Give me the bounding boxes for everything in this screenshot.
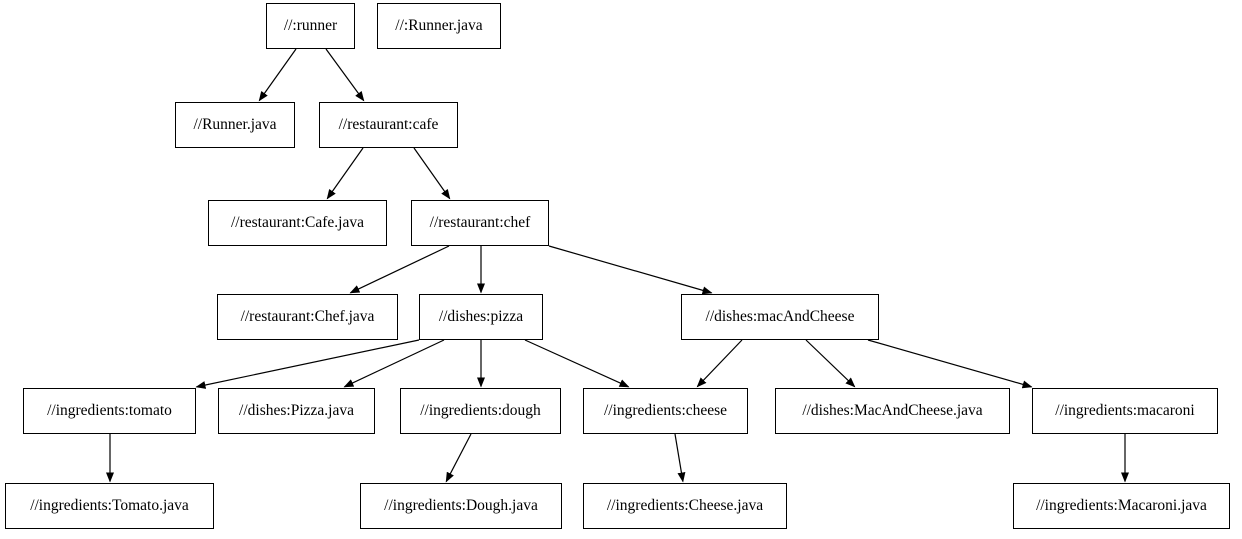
graph-node-label: //restaurant:chef (429, 214, 531, 232)
graph-node-label: //ingredients:Cheese.java (606, 497, 764, 515)
graph-node-label: //ingredients:Macaroni.java (1036, 497, 1207, 515)
graph-node-label: //dishes:Pizza.java (239, 402, 354, 420)
graph-edge (195, 339, 420, 389)
graph-node-ing_macaroni[interactable]: //ingredients:macaroni (1032, 388, 1218, 434)
graph-node-label: //ingredients:Tomato.java (30, 497, 189, 515)
graph-node-dishes_macandcheese[interactable]: //dishes:macAndCheese (681, 294, 879, 340)
graph-node-label: //dishes:MacAndCheese.java (802, 402, 983, 420)
graph-node-label: //ingredients:macaroni (1055, 402, 1195, 420)
graph-node-label: //ingredients:cheese (603, 402, 728, 420)
graph-node-label: //dishes:pizza (438, 308, 524, 326)
graph-node-ing_macaroni_java[interactable]: //ingredients:Macaroni.java (1013, 483, 1230, 529)
graph-node-restaurant_cafe_java[interactable]: //restaurant:Cafe.java (208, 200, 387, 246)
graph-node-dishes_macandcheese_java[interactable]: //dishes:MacAndCheese.java (775, 388, 1010, 434)
graph-node-label: //restaurant:cafe (338, 116, 439, 134)
graph-node-label: //restaurant:Chef.java (240, 308, 375, 326)
graph-node-ing_cheese[interactable]: //ingredients:cheese (583, 388, 748, 434)
graph-node-label: //:runner (283, 17, 338, 35)
graph-node-ing_tomato_java[interactable]: //ingredients:Tomato.java (5, 483, 214, 529)
graph-edge (343, 339, 445, 388)
graph-node-dishes_pizza_java[interactable]: //dishes:Pizza.java (218, 388, 375, 434)
graph-edge (325, 48, 365, 102)
graph-edge (696, 339, 743, 388)
graph-edge (548, 245, 713, 295)
graph-node-runner[interactable]: //:runner (266, 3, 355, 49)
graph-node-restaurant_chef_java[interactable]: //restaurant:Chef.java (217, 294, 398, 340)
graph-node-label: //dishes:macAndCheese (705, 308, 855, 326)
graph-node-dishes_pizza[interactable]: //dishes:pizza (419, 294, 543, 340)
graph-edge (805, 339, 856, 388)
graph-node-runner_java[interactable]: //Runner.java (175, 102, 295, 148)
graph-node-restaurant_chef[interactable]: //restaurant:chef (411, 200, 549, 246)
graph-edge (258, 48, 297, 102)
graph-node-label: //Runner.java (193, 116, 277, 134)
graph-node-ing_dough[interactable]: //ingredients:dough (400, 388, 561, 434)
graph-node-ing_cheese_java[interactable]: //ingredients:Cheese.java (583, 483, 787, 529)
graph-node-label: //:Runner.java (395, 17, 483, 35)
graph-node-ing_tomato[interactable]: //ingredients:tomato (23, 388, 196, 434)
graph-edge (326, 147, 364, 200)
graph-node-runner_java_root[interactable]: //:Runner.java (377, 3, 501, 49)
graph-edge (867, 339, 1033, 389)
graph-node-ing_dough_java[interactable]: //ingredients:Dough.java (360, 483, 562, 529)
graph-edge (445, 433, 472, 483)
graph-node-label: //ingredients:tomato (47, 402, 172, 420)
graph-node-restaurant_cafe[interactable]: //restaurant:cafe (319, 102, 458, 148)
graph-edge (524, 339, 630, 388)
graph-edge (349, 245, 450, 294)
graph-edge (674, 433, 686, 483)
graph-node-label: //ingredients:dough (420, 402, 541, 420)
graph-node-label: //restaurant:Cafe.java (231, 214, 364, 232)
graph-node-label: //ingredients:Dough.java (384, 497, 538, 515)
graph-edge (413, 147, 451, 200)
